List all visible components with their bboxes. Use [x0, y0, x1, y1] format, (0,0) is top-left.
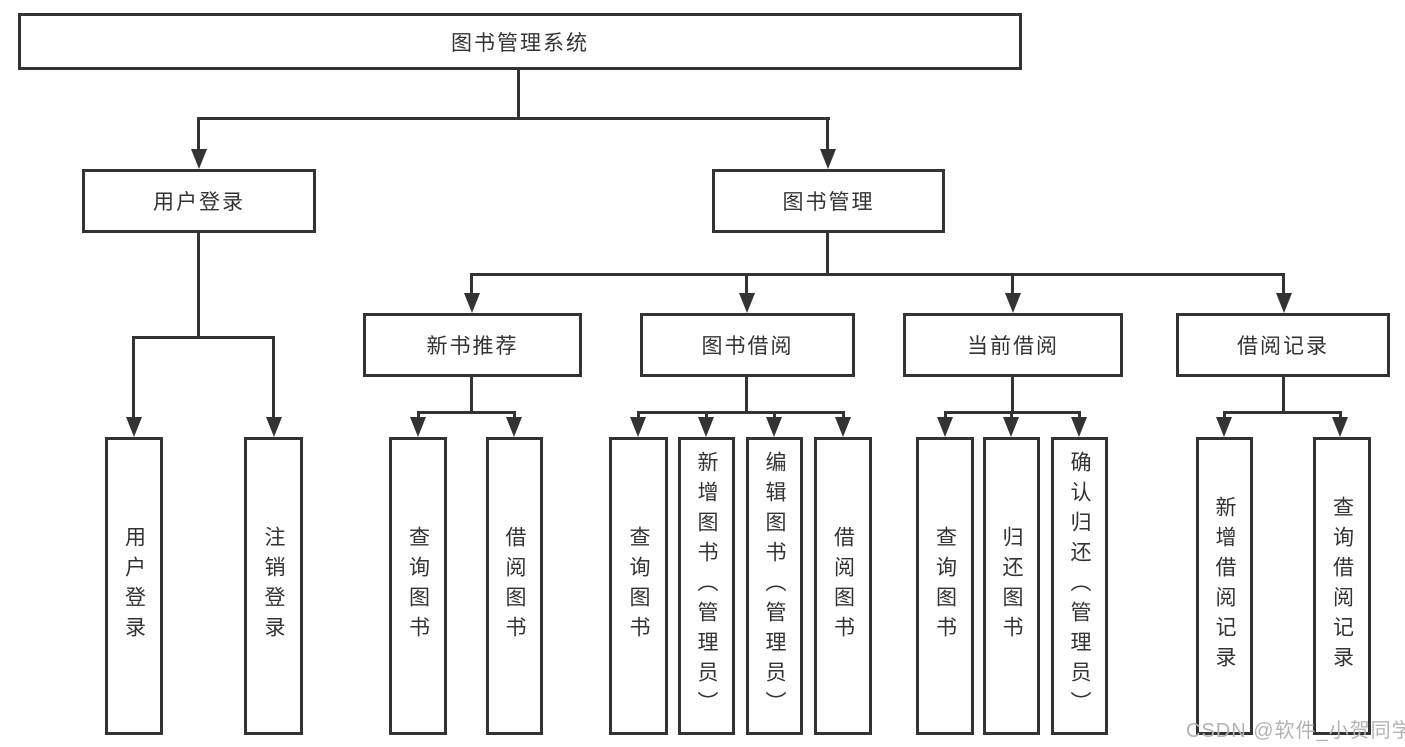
- node-label: 查询图书: [933, 526, 957, 646]
- node-new-book-recommend: 新书推荐: [363, 313, 582, 377]
- leaf-confirm-return-admin: 确认归还（管理员）: [1051, 437, 1108, 735]
- leaf-return-books: 归还图书: [983, 437, 1040, 735]
- connector-user-login-split: [132, 336, 275, 339]
- leaf-borrow-books-1: 借阅图书: [486, 437, 543, 735]
- connector-current-borrowing-stem: [1011, 377, 1014, 414]
- node-label: 图书管理: [782, 191, 875, 214]
- node-label: 查询图书: [627, 526, 651, 646]
- node-label: 当前借阅: [967, 335, 1059, 358]
- leaf-query-books-3: 查询图书: [916, 437, 974, 735]
- node-label: 新增图书（管理员）: [695, 451, 719, 721]
- arrowhead-leaf-edit-books: [766, 417, 782, 437]
- arrowhead-leaf-query-books-3: [937, 417, 953, 437]
- leaf-query-books-1: 查询图书: [389, 437, 447, 735]
- leaf-add-books-admin: 新增图书（管理员）: [678, 437, 735, 735]
- csdn-watermark: CSDN @软件_小贺同学: [1186, 720, 1405, 742]
- connector-drop-book-management: [826, 117, 829, 151]
- connector-root-stem: [517, 70, 520, 120]
- leaf-query-books-2: 查询图书: [609, 437, 668, 735]
- arrowhead-new-book-recommend: [464, 293, 480, 313]
- connector-book-borrowing-stem: [745, 377, 748, 414]
- arrowhead-leaf-add-borrow-record: [1216, 417, 1232, 437]
- leaf-borrow-books-2: 借阅图书: [814, 437, 872, 735]
- node-label: 借阅图书: [831, 526, 855, 646]
- node-user-login: 用户登录: [82, 169, 316, 233]
- node-label: 确认归还（管理员）: [1068, 451, 1092, 721]
- connector-book-borrowing-split: [637, 411, 845, 414]
- connector-drop-leaf-user-login: [132, 336, 135, 419]
- connector-drop-leaf-confirm-return: [1078, 411, 1081, 420]
- arrowhead-leaf-return-books: [1003, 417, 1019, 437]
- connector-drop-leaf-borrow-books-1: [513, 411, 516, 420]
- connector-level2-branch: [470, 273, 1285, 276]
- node-borrowing-records: 借阅记录: [1176, 313, 1390, 377]
- arrowhead-current-borrowing: [1005, 293, 1021, 313]
- arrowhead-book-borrowing: [739, 293, 755, 313]
- connector-drop-leaf-add-borrow-record: [1223, 411, 1226, 420]
- connector-drop-new-book-recommend: [470, 273, 473, 295]
- node-label: 借阅图书: [503, 526, 527, 646]
- connector-new-book-recommend-split: [417, 411, 516, 414]
- connector-drop-leaf-add-books: [705, 411, 708, 420]
- node-label: 图书管理系统: [451, 31, 589, 55]
- arrowhead-leaf-query-books-1: [410, 417, 426, 437]
- leaf-edit-books-admin: 编辑图书（管理员）: [746, 437, 803, 735]
- node-label: 新书推荐: [426, 335, 519, 358]
- node-label: 图书借阅: [701, 335, 794, 358]
- node-label: 借阅记录: [1237, 335, 1329, 358]
- node-label: 归还图书: [1000, 526, 1024, 646]
- connector-drop-leaf-return-books: [1010, 411, 1013, 420]
- node-label: 查询借阅记录: [1330, 496, 1354, 676]
- node-current-borrowing: 当前借阅: [903, 313, 1123, 377]
- arrowhead-leaf-borrow-books-2: [835, 417, 851, 437]
- connector-user-login-stem: [197, 233, 200, 339]
- connector-drop-borrowing-records: [1282, 273, 1285, 295]
- leaf-query-borrow-record: 查询借阅记录: [1313, 437, 1371, 735]
- arrowhead-user-login: [191, 149, 207, 169]
- arrowhead-book-management: [820, 149, 836, 169]
- connector-drop-leaf-edit-books: [773, 411, 776, 420]
- node-label: 编辑图书（管理员）: [763, 451, 787, 721]
- node-label: 用户登录: [122, 526, 146, 646]
- node-label: 新增借阅记录: [1213, 496, 1237, 676]
- arrowhead-leaf-logout: [266, 417, 282, 437]
- leaf-logout-login: 注销登录: [244, 437, 303, 735]
- connector-drop-user-login: [197, 117, 200, 151]
- connector-drop-current-borrowing: [1011, 273, 1014, 295]
- arrowhead-borrowing-records: [1276, 293, 1292, 313]
- connector-drop-leaf-query-borrow-record: [1339, 411, 1342, 420]
- leaf-user-login: 用户登录: [105, 437, 163, 735]
- node-system-root: 图书管理系统: [18, 13, 1022, 70]
- connector-drop-book-borrowing: [745, 273, 748, 295]
- arrowhead-leaf-user-login: [126, 417, 142, 437]
- connector-book-management-stem: [826, 233, 829, 276]
- node-book-management: 图书管理: [712, 169, 945, 233]
- arrowhead-leaf-borrow-books-1: [506, 417, 522, 437]
- connector-drop-leaf-logout: [272, 336, 275, 419]
- connector-level1-branch: [197, 117, 830, 120]
- connector-new-book-recommend-stem: [470, 377, 473, 414]
- arrowhead-leaf-add-books: [698, 417, 714, 437]
- node-label: 查询图书: [406, 526, 430, 646]
- connector-drop-leaf-query-books-1: [417, 411, 420, 420]
- arrowhead-leaf-confirm-return: [1071, 417, 1087, 437]
- node-label: 注销登录: [262, 526, 286, 646]
- arrowhead-leaf-query-borrow-record: [1332, 417, 1348, 437]
- leaf-add-borrow-record: 新增借阅记录: [1196, 437, 1253, 735]
- connector-drop-leaf-query-books-3: [944, 411, 947, 420]
- arrowhead-leaf-query-books-2: [630, 417, 646, 437]
- connector-drop-leaf-borrow-books-2: [842, 411, 845, 420]
- node-book-borrowing: 图书借阅: [640, 313, 855, 377]
- connector-drop-leaf-query-books-2: [637, 411, 640, 420]
- connector-borrowing-records-split: [1223, 411, 1342, 414]
- node-label: 用户登录: [153, 191, 245, 214]
- connector-borrowing-records-stem: [1282, 377, 1285, 414]
